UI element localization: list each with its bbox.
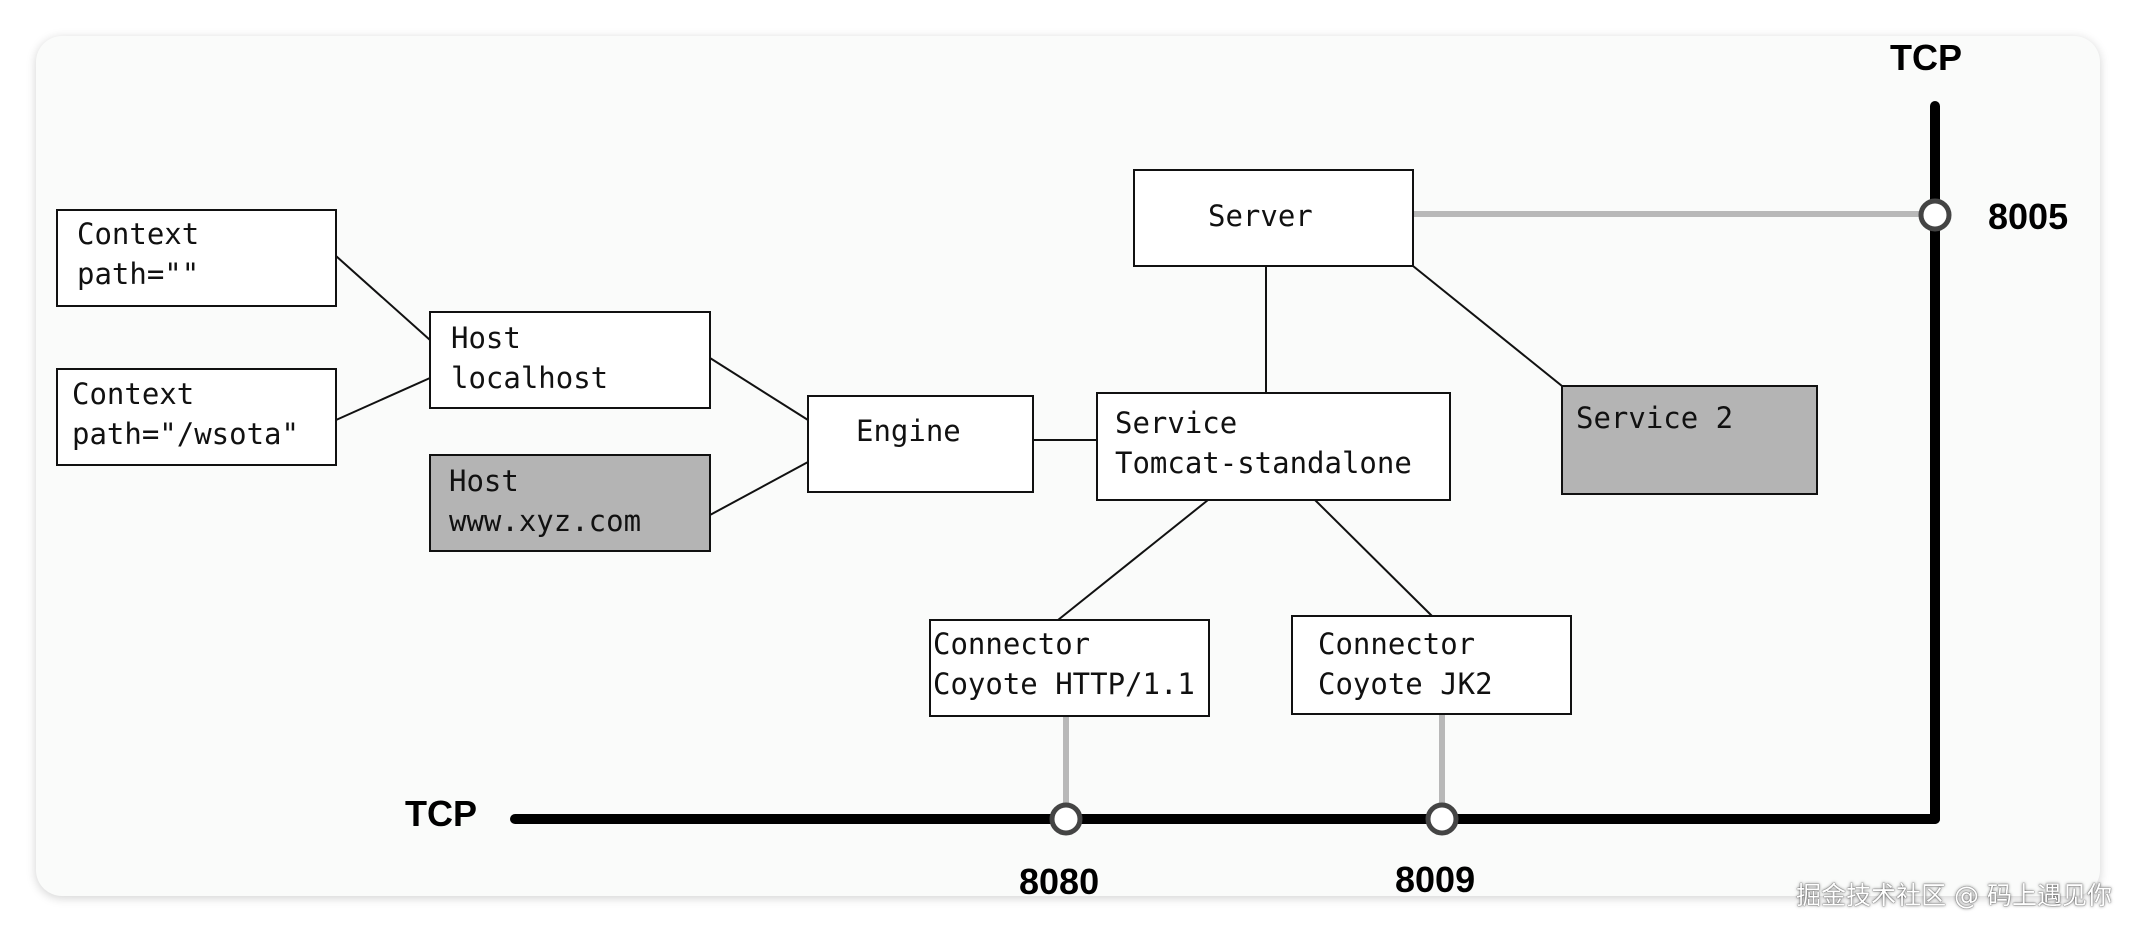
connector-http-box bbox=[929, 619, 1210, 717]
link-service-connector-http bbox=[1057, 499, 1209, 621]
server-title: Server bbox=[1208, 199, 1313, 233]
node-labels: Context path="" Context path="/wsota" Ho… bbox=[72, 199, 1733, 701]
service2-title: Service 2 bbox=[1576, 401, 1733, 435]
link-context-wsota-host bbox=[335, 377, 431, 421]
connector-jk2-box bbox=[1291, 615, 1572, 715]
port-8009-circle bbox=[1425, 802, 1459, 836]
connector-jk2-protocol: Coyote JK2 bbox=[1318, 667, 1493, 701]
context-wsota-box bbox=[56, 368, 337, 466]
port-8080-label: 8080 bbox=[1019, 861, 1099, 902]
host-xyz-name: www.xyz.com bbox=[449, 504, 641, 538]
host-localhost-name: localhost bbox=[451, 361, 608, 395]
node-links bbox=[335, 255, 1563, 621]
connector-http-protocol: Coyote HTTP/1.1 bbox=[933, 667, 1195, 701]
port-8005-label: 8005 bbox=[1988, 196, 2068, 237]
context-wsota-path: path="/wsota" bbox=[72, 417, 299, 451]
link-context-root-host bbox=[335, 255, 431, 341]
tcp-vertical-label: TCP bbox=[1890, 37, 1962, 78]
link-host-localhost-engine bbox=[709, 357, 809, 421]
context-wsota-title: Context bbox=[72, 377, 194, 411]
port-8080-circle bbox=[1049, 802, 1083, 836]
context-root-title: Context bbox=[77, 217, 199, 251]
tcp-labels: TCP TCP 8005 8080 8009 bbox=[405, 37, 2068, 902]
tcp-horizontal-label: TCP bbox=[405, 793, 477, 834]
host-xyz-box bbox=[429, 454, 711, 552]
host-localhost-title: Host bbox=[451, 321, 521, 355]
node-boxes bbox=[56, 169, 1818, 717]
service2-box bbox=[1561, 385, 1818, 495]
context-root-path: path="" bbox=[77, 257, 199, 291]
host-xyz-title: Host bbox=[449, 464, 519, 498]
server-box bbox=[1133, 169, 1414, 267]
port-links bbox=[1063, 211, 1922, 810]
port-circles bbox=[1049, 198, 1952, 836]
service-name: Tomcat-standalone bbox=[1115, 446, 1412, 480]
link-host-xyz-engine bbox=[709, 461, 809, 516]
engine-box bbox=[807, 395, 1034, 493]
link-service-connector-jk2 bbox=[1314, 499, 1433, 617]
watermark-text: 掘金技术社区 @ 码上遇见你 bbox=[1796, 881, 2112, 910]
connector-http-title: Connector bbox=[933, 627, 1090, 661]
context-root-box bbox=[56, 209, 337, 307]
service-title: Service bbox=[1115, 406, 1237, 440]
port-8005-circle bbox=[1918, 198, 1952, 232]
port-8009-label: 8009 bbox=[1395, 859, 1475, 900]
service-box bbox=[1096, 392, 1451, 501]
link-server-service2 bbox=[1412, 265, 1563, 387]
host-localhost-box bbox=[429, 311, 711, 409]
connector-jk2-title: Connector bbox=[1318, 627, 1475, 661]
engine-title: Engine bbox=[856, 414, 961, 448]
